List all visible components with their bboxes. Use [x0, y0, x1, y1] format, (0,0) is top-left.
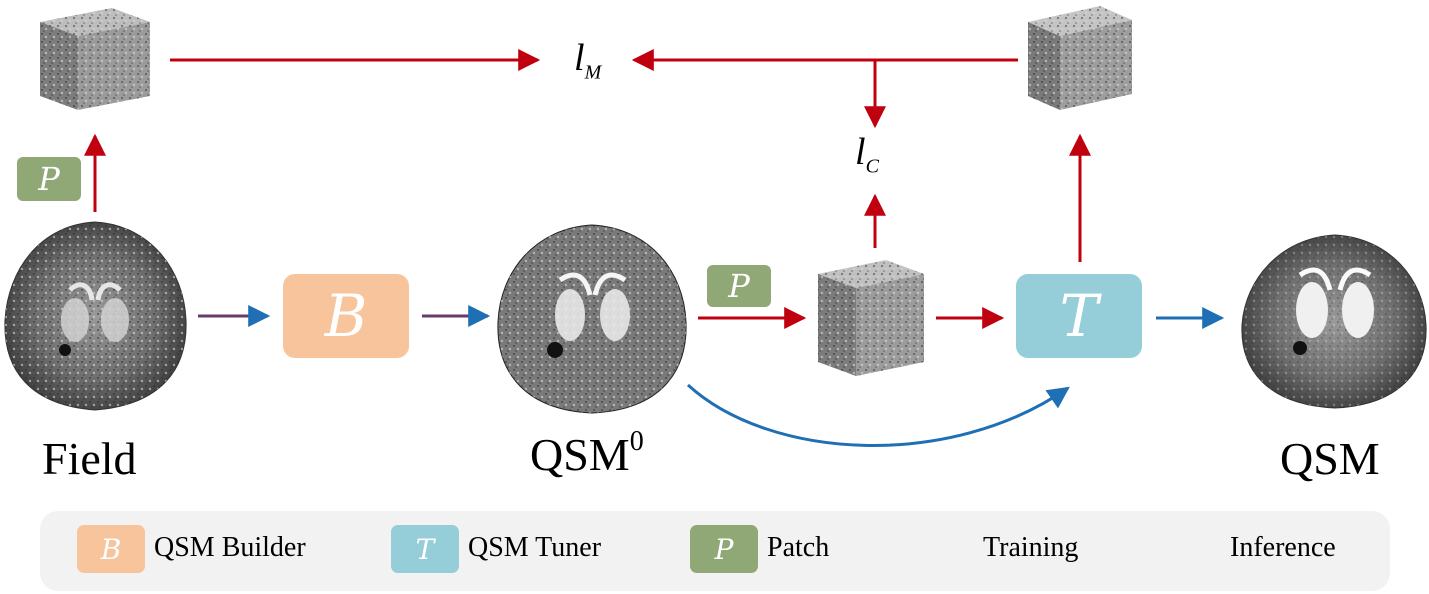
field-brain-image [4, 221, 187, 411]
qsm0-sup: 0 [629, 425, 644, 457]
loss-c-label: lC [855, 130, 879, 179]
qsm0-label: QSM0 [530, 425, 644, 481]
legend-tuner-swatch: T [391, 525, 459, 573]
inference-arrows [686, 307, 1225, 447]
training-arrows [84, 49, 1091, 329]
builder-symbol: B [324, 282, 368, 350]
tuned-patch-cube [1028, 6, 1132, 110]
builder-block [283, 274, 409, 358]
loss-m-label: lM [574, 36, 601, 85]
loss-m-base: l [574, 37, 585, 79]
field-patch-cube [40, 8, 150, 110]
patch-block-left [17, 157, 81, 201]
legend-training-label: Training [983, 532, 1079, 563]
loss-m-sub: M [584, 61, 602, 84]
legend-builder-swatch: B [77, 525, 145, 573]
qsm0-patch-cube [818, 260, 924, 376]
field-label: Field [42, 433, 137, 484]
legend-patch-swatch: P [690, 525, 758, 573]
qsm-label: QSM [1280, 433, 1380, 484]
qsm0-brain-image [497, 224, 687, 414]
qsm-brain-image [1241, 234, 1427, 409]
arrow-qsm0-to-tuner [686, 383, 1070, 447]
legend-tuner-label: QSM Tuner [468, 532, 602, 563]
legend-patch-label: Patch [767, 532, 830, 563]
loss-c-sub: C [865, 155, 879, 178]
patch-symbol-mid: P [728, 267, 750, 305]
tuner-block [1016, 274, 1142, 358]
legend-inference-label: Inference [1230, 532, 1336, 563]
patch-symbol-left: P [38, 160, 60, 198]
loss-c-base: l [855, 131, 866, 173]
qsm0-base: QSM [530, 429, 630, 480]
patch-block-mid [707, 265, 771, 307]
tuner-symbol: T [1059, 282, 1099, 350]
legend-builder-label: QSM Builder [154, 532, 306, 563]
